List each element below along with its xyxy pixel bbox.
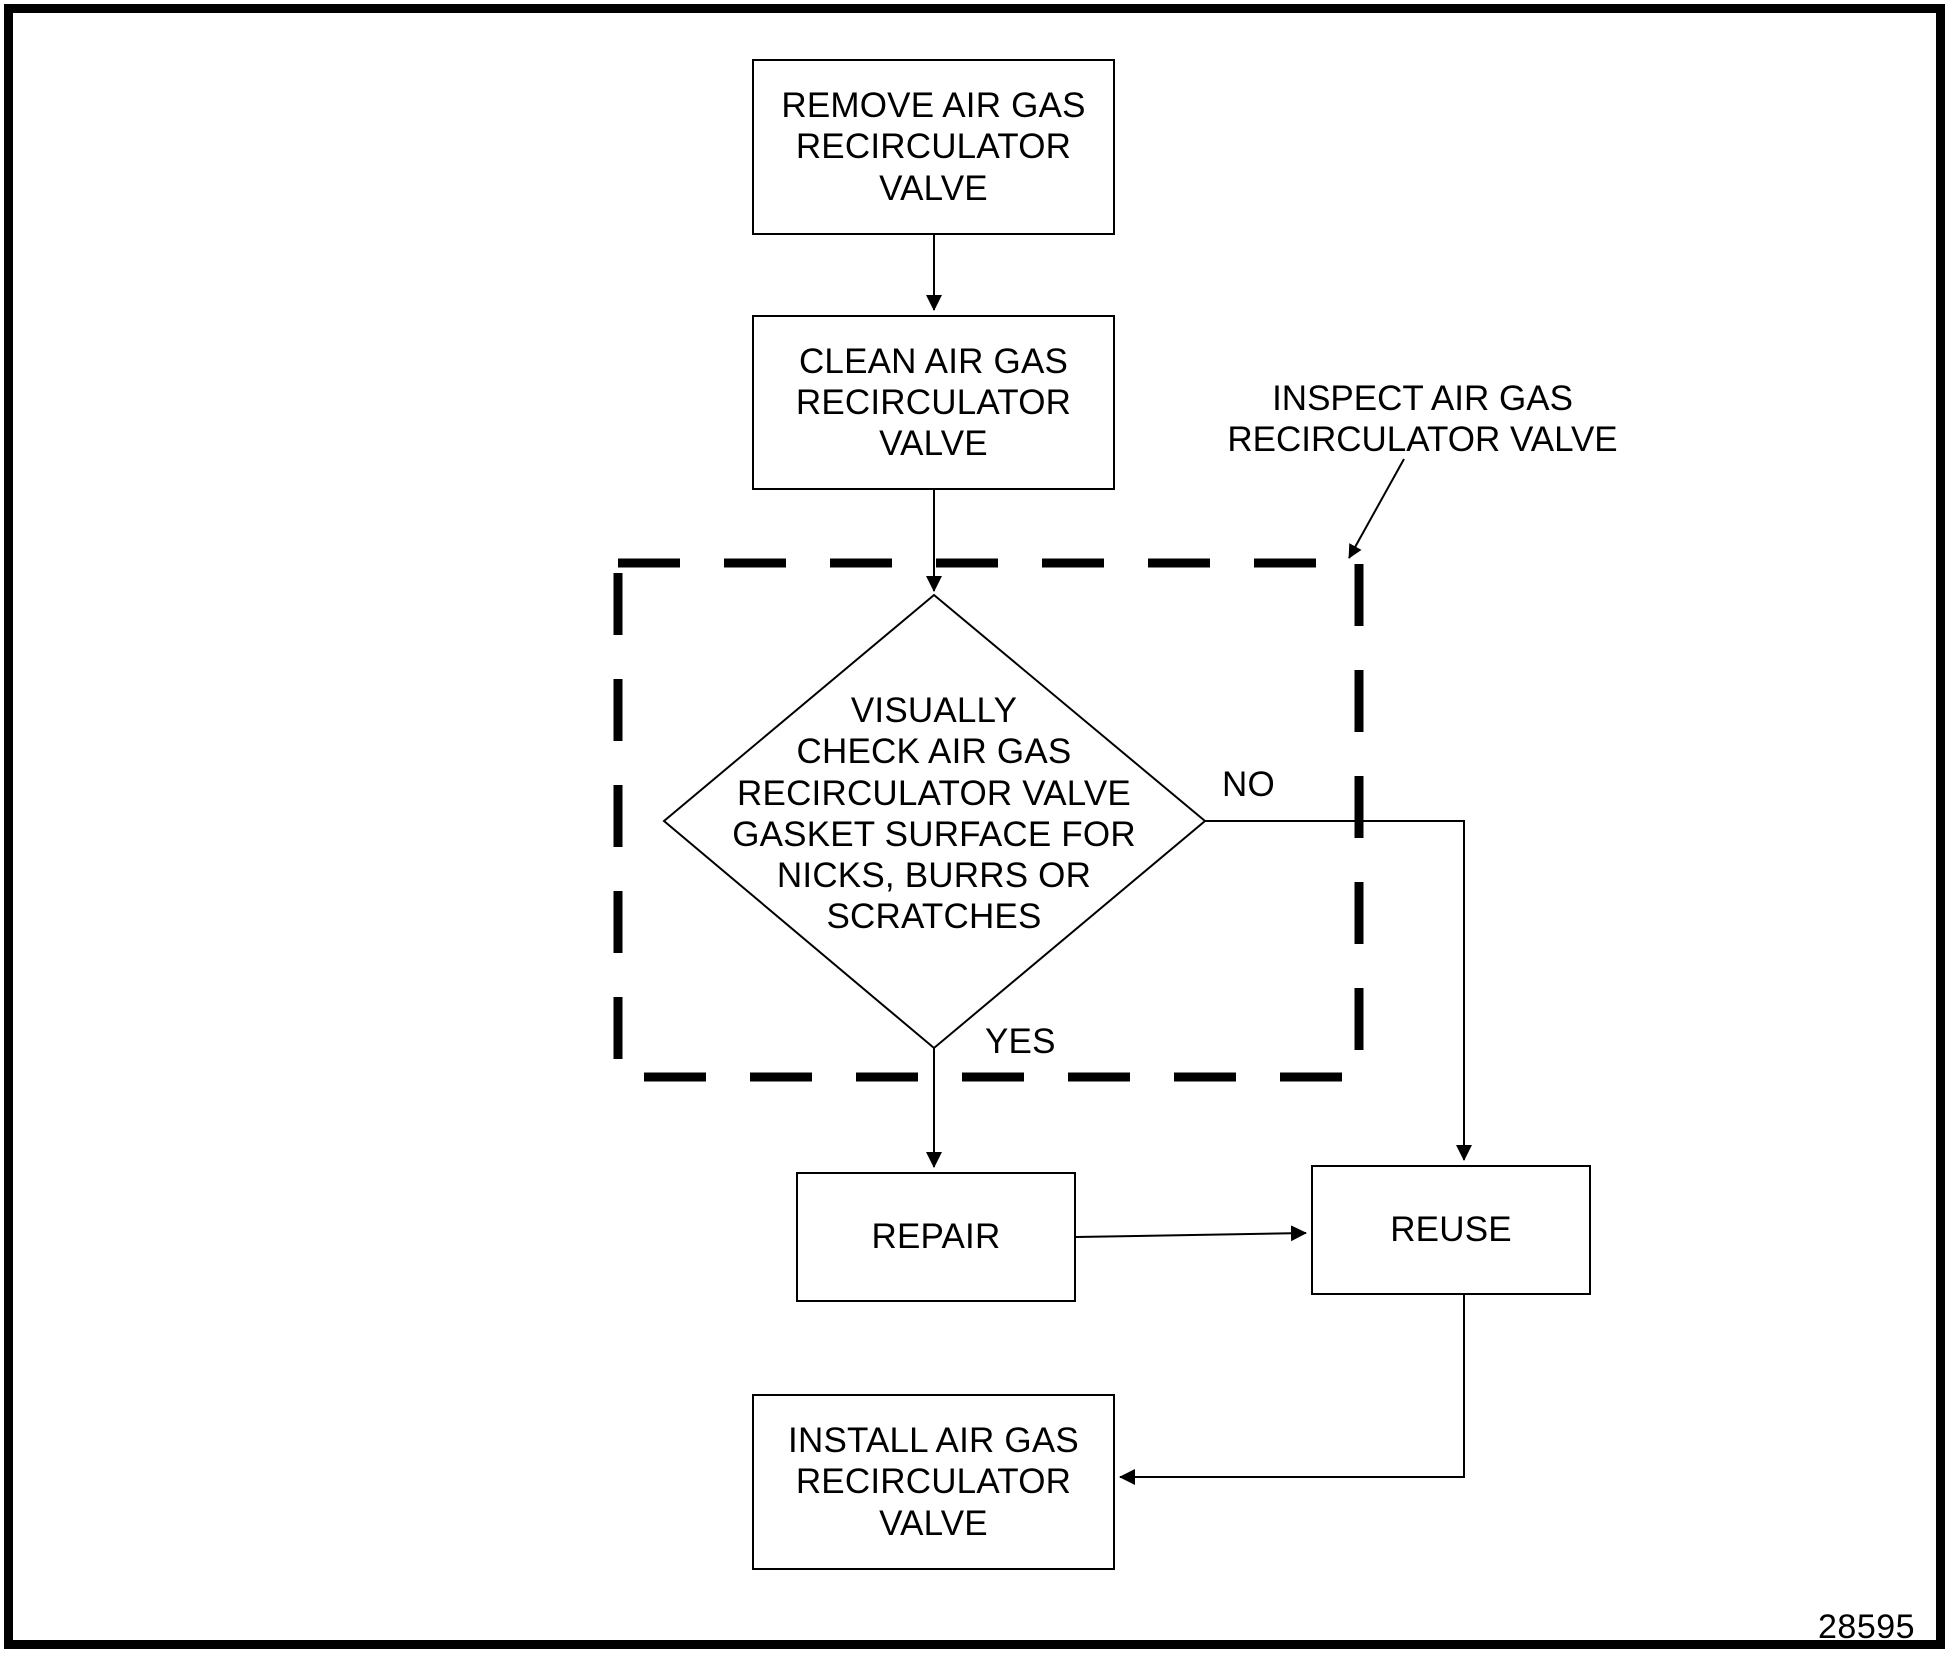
inspect-callout-label: INSPECT AIR GAS RECIRCULATOR VALVE — [1227, 379, 1618, 460]
node-remove-label: REMOVE AIR GAS RECIRCULATOR VALVE — [781, 86, 1086, 208]
node-clean-air-gas-recirculator-valve[interactable]: CLEAN AIR GAS RECIRCULATOR VALVE — [752, 315, 1115, 490]
node-reuse[interactable]: REUSE — [1311, 1165, 1591, 1295]
figure-id: 28595 — [1818, 1608, 1916, 1646]
node-repair-label: REPAIR — [871, 1217, 1001, 1257]
edge-label-yes: YES — [985, 1022, 1056, 1061]
page-border — [4, 4, 1945, 1649]
node-repair[interactable]: REPAIR — [796, 1172, 1076, 1302]
node-remove-air-gas-recirculator-valve[interactable]: REMOVE AIR GAS RECIRCULATOR VALVE — [752, 59, 1115, 235]
node-clean-label: CLEAN AIR GAS RECIRCULATOR VALVE — [795, 341, 1072, 464]
node-install-label: INSTALL AIR GAS RECIRCULATOR VALVE — [788, 1421, 1079, 1543]
node-reuse-label: REUSE — [1390, 1210, 1512, 1250]
decision-diamond-label: VISUALLY CHECK AIR GAS RECIRCULATOR VALV… — [732, 691, 1136, 937]
node-install-air-gas-recirculator-valve[interactable]: INSTALL AIR GAS RECIRCULATOR VALVE — [752, 1394, 1115, 1570]
edge-label-no: NO — [1222, 765, 1275, 804]
